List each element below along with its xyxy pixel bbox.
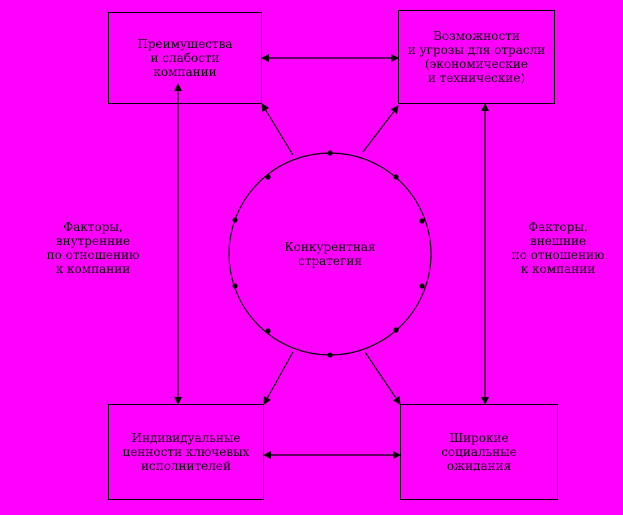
box-opportunities-threats: Возможности и угрозы для отрасли (эконом… [398,10,555,104]
arrow-circle-to-top-right [362,105,399,153]
box-line: ожидания [446,459,512,473]
side-line: внутренние [55,234,131,248]
box-line: и технические) [427,71,526,85]
side-line: внешние [529,234,587,248]
external-factors-label: Факторы, внешние по отношению к компании [493,220,623,276]
box-line: социальные [441,445,517,459]
box-line: ценности ключевых [122,445,250,459]
side-line: к компании [55,262,131,276]
box-line: (экономические [424,57,529,71]
arrow-circle-to-top-left [261,103,294,156]
box-social-expectations: Широкие социальные ожидания [400,404,558,500]
box-line: и угрозы для отрасли [407,43,546,57]
side-line: Факторы, [63,220,123,234]
box-line: исполнителей [140,459,232,473]
box-line: Индивидуальные [131,431,241,445]
box-personal-values: Индивидуальные ценности ключевых исполни… [108,404,264,500]
center-label: Конкурентная стратегия [270,240,390,268]
box-strengths-weaknesses: Преимущества и слабости компании [108,12,262,104]
arrow-circle-to-bottom-left [263,351,294,405]
box-line: компании [153,65,217,79]
side-line: Факторы, [528,220,588,234]
arrow-circle-to-bottom-right [364,351,401,405]
side-line: к компании [520,262,596,276]
box-line: Широкие [449,431,509,445]
internal-factors-label: Факторы, внутренние по отношению к компа… [28,220,158,276]
center-line: стратегия [298,254,362,268]
side-line: по отношению [511,248,605,262]
circle-dots [232,150,425,358]
box-line: и слабости [150,51,220,65]
side-line: по отношению [46,248,140,262]
box-line: Преимущества [137,37,233,51]
center-line: Конкурентная [284,240,376,254]
box-line: Возможности [433,29,520,43]
